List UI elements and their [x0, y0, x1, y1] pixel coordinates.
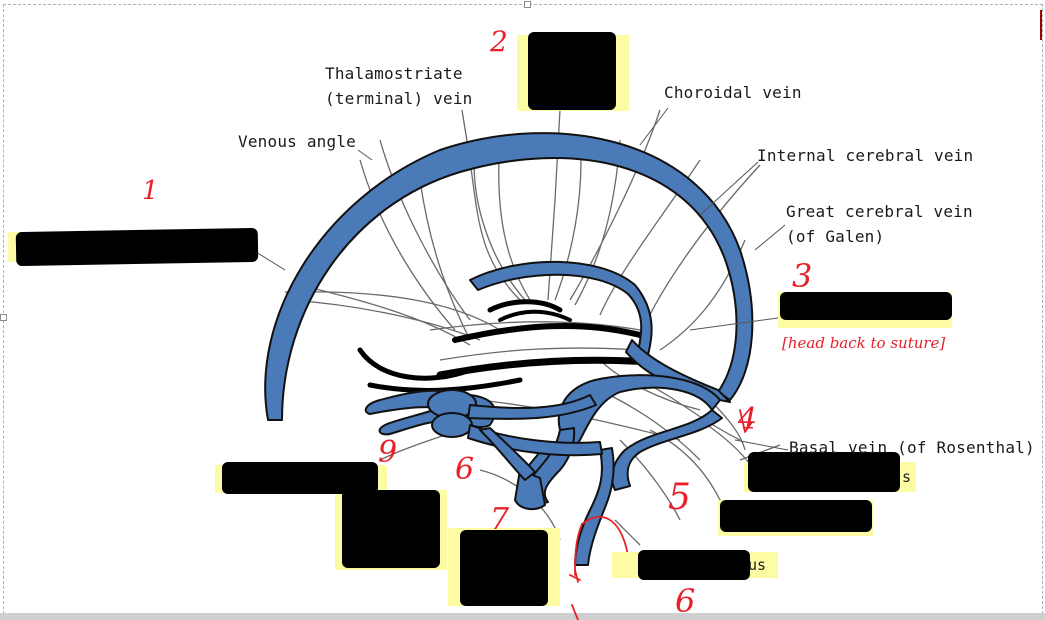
annotation-note: [head back to suture] — [782, 334, 946, 352]
redaction-9 — [222, 462, 378, 494]
annotation-tick — [569, 569, 581, 583]
label-choroidal-vein: Choroidal vein — [664, 83, 802, 102]
annotation-number-3: 3 — [792, 257, 813, 295]
annotation-curve — [581, 516, 629, 556]
dark-vessels — [357, 299, 654, 393]
label-thalamostriate-line2: (terminal) vein — [325, 89, 473, 108]
redaction-3 — [780, 292, 952, 320]
blue-veins — [264, 132, 754, 566]
label-venous-angle: Venous angle — [238, 132, 356, 151]
label-leaders — [255, 107, 789, 451]
annotation-number-9: 9 — [378, 435, 398, 470]
annotation-number-5: 5 — [668, 477, 691, 518]
label-basal-vein: Basal vein (of Rosenthal) — [789, 438, 1035, 457]
annotation-tick-2 — [571, 604, 579, 620]
annotation-number-6b: 6 — [675, 582, 696, 620]
resize-handle-left[interactable] — [0, 314, 7, 321]
annotation-number-7: 7 — [490, 502, 510, 537]
annotation-number-4: 4 — [738, 402, 758, 437]
text-cursor — [1040, 10, 1042, 40]
label-thalamostriate-line1: Thalamostriate — [325, 64, 463, 83]
hand-annotations — [569, 409, 753, 620]
label-fragment-s: s — [902, 468, 912, 486]
label-fragment-us: us — [748, 556, 767, 574]
annotation-number-1: 1 — [142, 176, 159, 206]
label-great-cerebral-line2: (of Galen) — [786, 227, 885, 246]
redaction-4 — [748, 452, 900, 492]
resize-handle-top[interactable] — [524, 1, 531, 8]
redaction-6 — [638, 550, 750, 580]
redaction-2 — [528, 32, 616, 110]
label-great-cerebral-line1: Great cerebral vein — [786, 202, 973, 221]
bottom-scrollbar[interactable] — [0, 613, 1045, 620]
redaction-1 — [15, 227, 259, 267]
redaction-7 — [460, 530, 548, 606]
redaction-8 — [342, 490, 440, 568]
annotation-number-2: 2 — [490, 25, 508, 58]
annotation-4-mark — [739, 409, 753, 433]
redaction-5 — [720, 500, 872, 532]
annotation-number-6a: 6 — [455, 452, 475, 487]
label-internal-cerebral-vein: Internal cerebral vein — [757, 146, 974, 165]
